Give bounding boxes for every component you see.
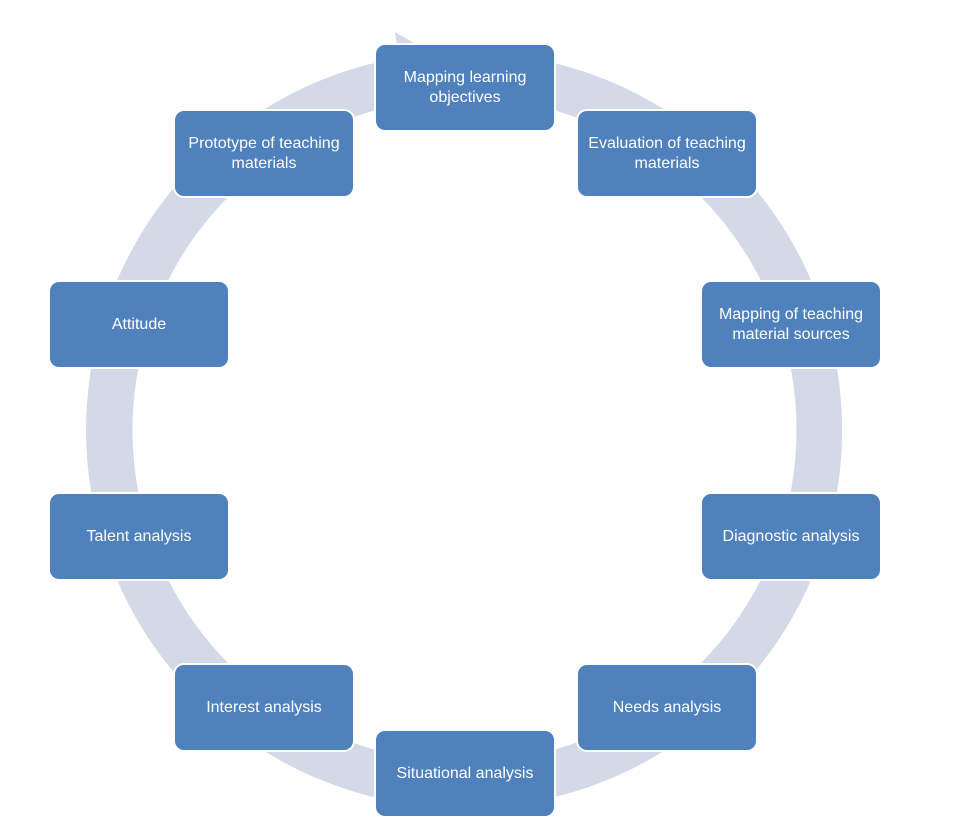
cycle-node-situational-analysis: Situational analysis <box>376 731 554 816</box>
cycle-node-label: Talent analysis <box>86 527 192 545</box>
cycle-node-label: Attitude <box>111 315 167 333</box>
cycle-node-interest-analysis: Interest analysis <box>175 665 353 750</box>
cycle-node-evaluation-of-teaching-materials: Evaluation of teaching materials <box>578 111 756 196</box>
cycle-node-needs-analysis: Needs analysis <box>578 665 756 750</box>
cycle-node-label: Mapping of teaching material sources <box>718 305 864 343</box>
cycle-node-diagnostic-analysis: Diagnostic analysis <box>702 494 880 579</box>
cycle-node-label: Prototype of teaching materials <box>188 134 340 172</box>
cycle-node-mapping-learning-objectives: Mapping learning objectives <box>376 45 554 130</box>
cycle-node-label: Diagnostic analysis <box>722 527 860 545</box>
cycle-node-talent-analysis: Talent analysis <box>50 494 228 579</box>
cycle-node-label: Interest analysis <box>206 698 322 716</box>
cycle-node-label: Evaluation of teaching materials <box>588 134 746 172</box>
cycle-node-label: Mapping learning objectives <box>403 68 527 106</box>
cycle-node-attitude: Attitude <box>50 282 228 367</box>
cycle-node-prototype-of-teaching-materials: Prototype of teaching materials <box>175 111 353 196</box>
cycle-node-label: Situational analysis <box>396 764 534 782</box>
cycle-node-mapping-of-teaching-material-sources: Mapping of teaching material sources <box>702 282 880 367</box>
cycle-node-label: Needs analysis <box>612 698 722 716</box>
